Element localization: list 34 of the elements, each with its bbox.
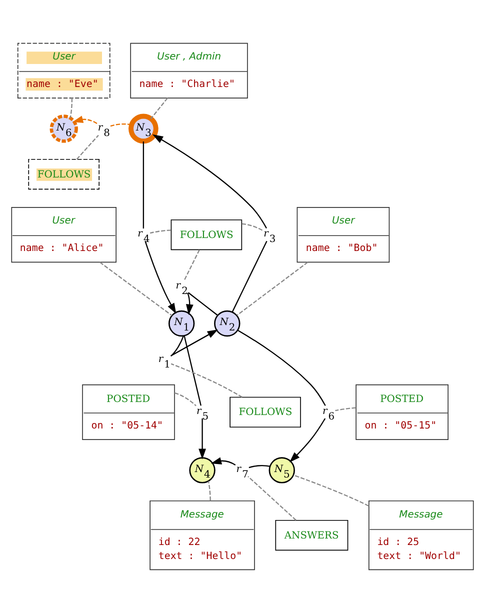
connector <box>110 122 132 126</box>
connector <box>232 240 268 312</box>
arrow <box>186 292 194 314</box>
arrow <box>210 456 236 465</box>
connector <box>170 335 184 356</box>
connector <box>99 261 172 316</box>
connector <box>70 98 73 118</box>
connector <box>293 474 370 506</box>
arrow <box>170 328 218 356</box>
connector <box>208 480 211 500</box>
connector <box>142 141 144 228</box>
connector <box>242 222 264 231</box>
connector <box>170 362 242 398</box>
node-box: FOLLOWS <box>28 158 100 190</box>
connector <box>335 406 356 411</box>
node-box: FOLLOWS <box>230 396 301 428</box>
connector <box>238 329 326 406</box>
arrow <box>72 115 98 124</box>
connector <box>188 292 218 316</box>
connector <box>184 335 202 406</box>
arrow <box>198 418 206 459</box>
arrow <box>289 418 326 462</box>
connector <box>174 392 196 406</box>
connector <box>76 134 99 160</box>
connector <box>150 97 168 119</box>
node-box: ANSWERS <box>275 519 348 550</box>
connector <box>248 464 270 468</box>
connector <box>248 476 296 520</box>
connector <box>236 261 308 316</box>
connector <box>184 249 200 280</box>
arrow <box>152 134 268 228</box>
node-box: FOLLOWS <box>170 218 242 250</box>
arrow <box>144 240 176 314</box>
connector <box>150 229 172 234</box>
